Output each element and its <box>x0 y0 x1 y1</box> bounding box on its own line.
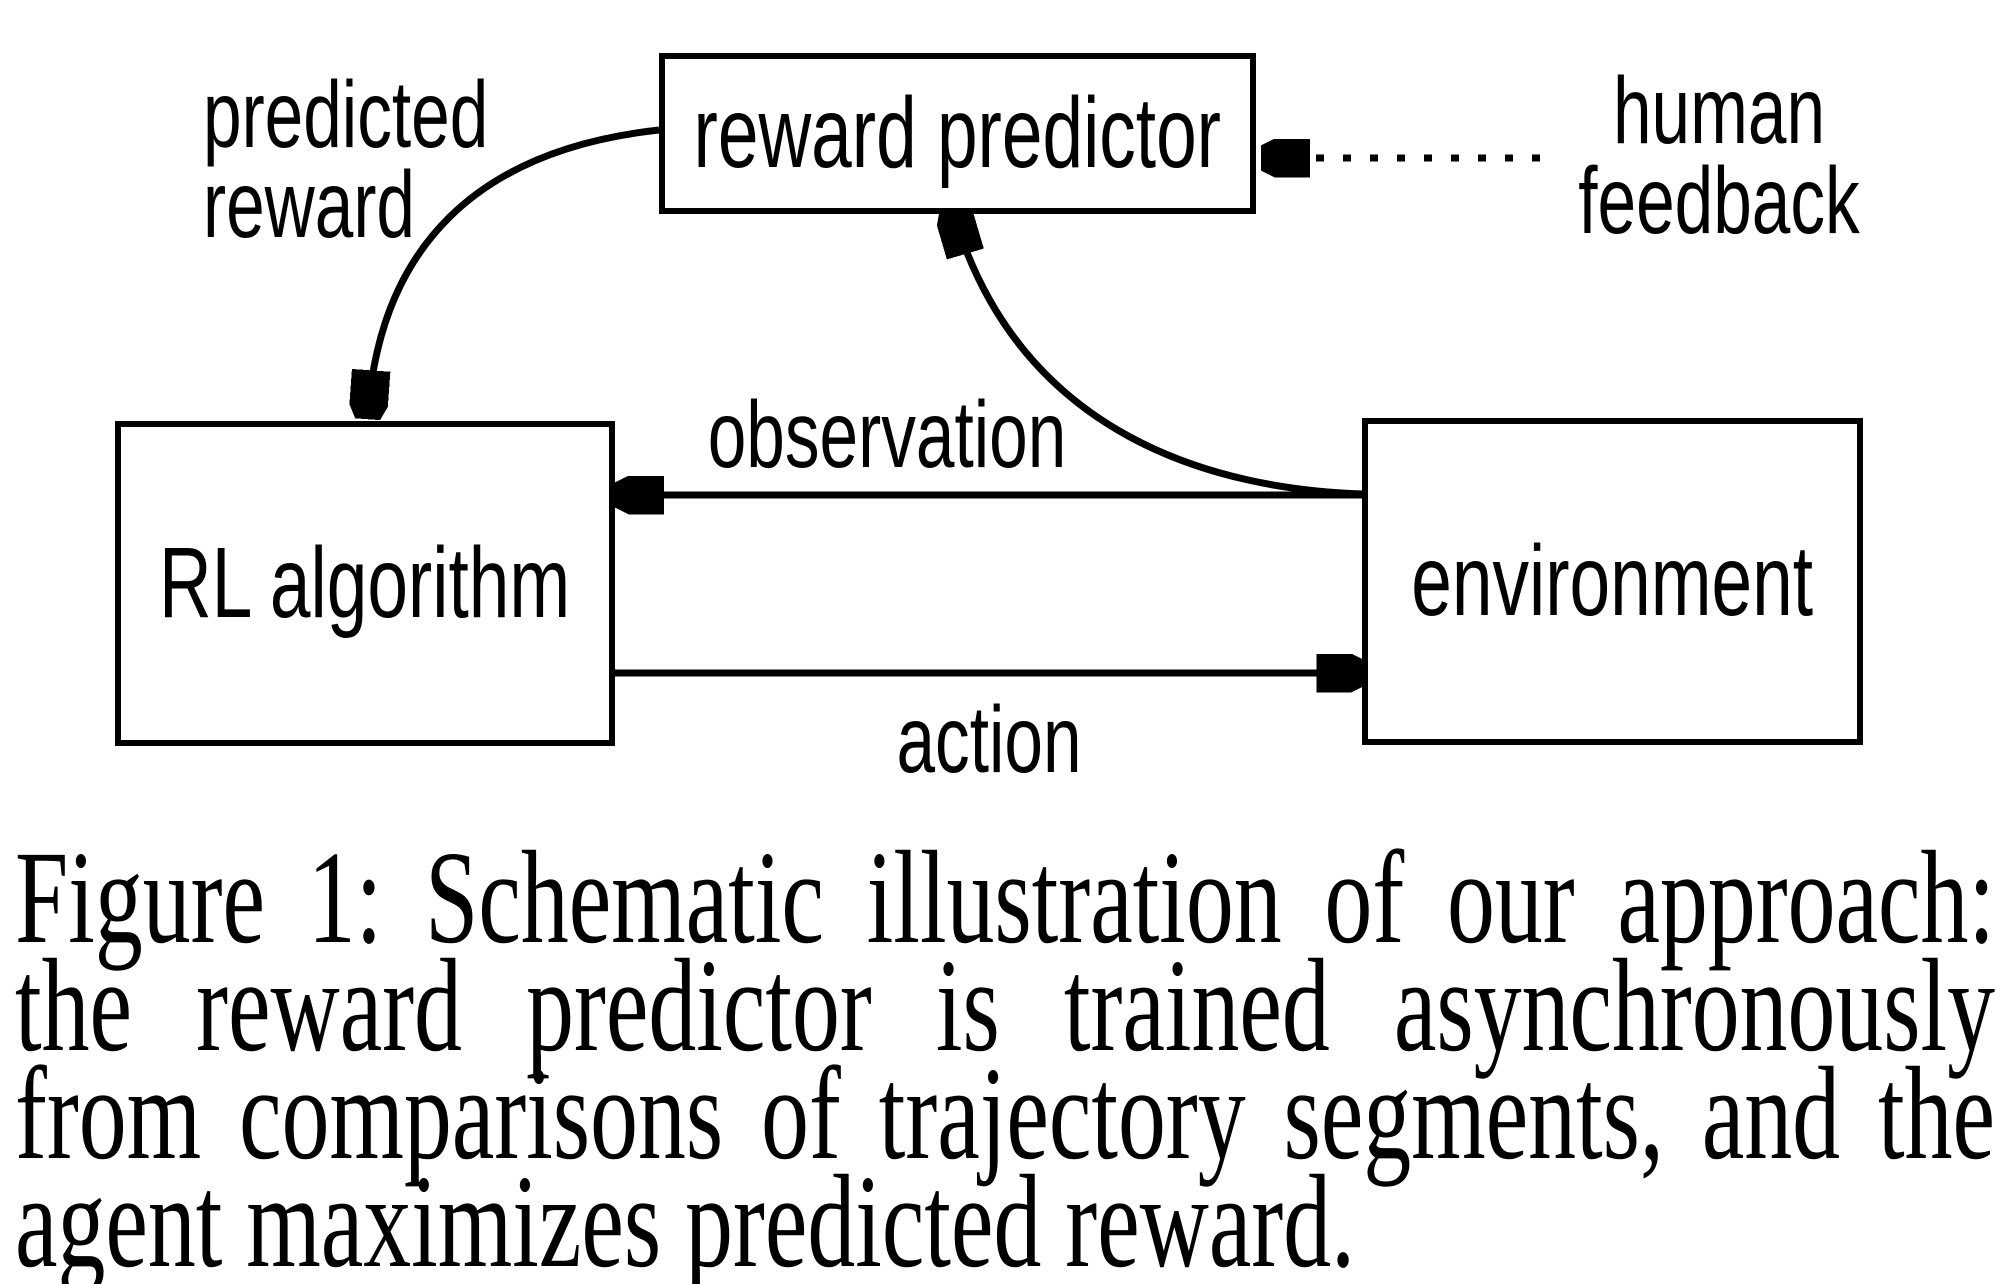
caption-line-2: the reward predictor is trained asynchro… <box>15 931 1996 1079</box>
observation-label: observation <box>707 382 1067 488</box>
rl-algorithm-label: RL algorithm <box>159 527 571 639</box>
predicted-reward-label: predicted reward <box>203 62 568 258</box>
reward-predictor-label: reward predictor <box>693 77 1222 189</box>
predicted-reward-label-line1: predicted <box>203 62 489 168</box>
figure-caption: Figure 1: Schematic illustration of our … <box>15 823 1996 1284</box>
predicted-reward-label-line2: reward <box>203 152 415 258</box>
environment-label: environment <box>1411 525 1814 637</box>
human-feedback-label-line2: feedback <box>1578 148 1860 254</box>
action-label: action <box>896 687 1082 793</box>
caption-line-4: agent maximizes predicted reward. <box>15 1147 1356 1284</box>
rl-algorithm-box: RL algorithm <box>115 421 615 746</box>
caption-line-3: from comparisons of trajectory segments,… <box>15 1039 1996 1187</box>
environment-box: environment <box>1362 418 1863 745</box>
reward-predictor-box: reward predictor <box>659 53 1256 214</box>
human-feedback-label-line1: human <box>1612 58 1826 164</box>
caption-line-1: Figure 1: Schematic illustration of our … <box>15 823 1996 971</box>
human-feedback-label: human feedback <box>1500 58 1938 254</box>
